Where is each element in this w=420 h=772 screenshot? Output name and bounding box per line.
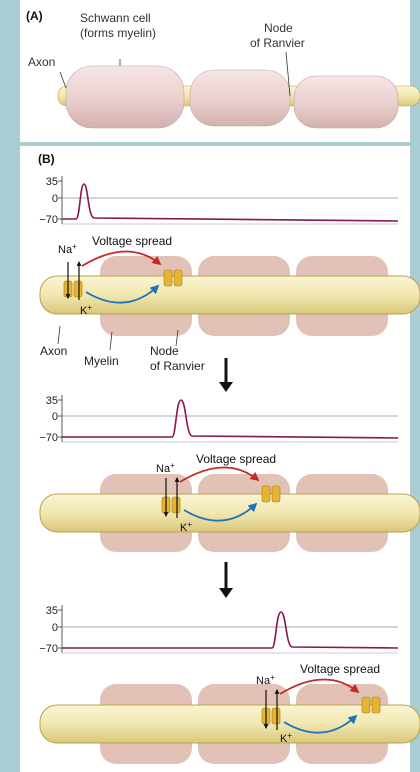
- ion-channel-icon: [371, 696, 381, 714]
- y-tick-minus-70: −70: [39, 432, 58, 444]
- schwann-cell-label: Schwann cell: [80, 11, 151, 25]
- voltage-spread-arrow: [81, 250, 162, 267]
- ion-channel-icon: [73, 280, 83, 298]
- leader-line-axon-b: [57, 325, 61, 345]
- potassium-label: K+: [280, 731, 292, 745]
- y-tick-35: 35: [46, 176, 58, 188]
- down-arrow-icon: [219, 588, 233, 598]
- action-potential-trace: [62, 183, 399, 222]
- potential-plot-1: 35 0 −70: [39, 176, 399, 226]
- schwann-cell-3: [293, 75, 399, 129]
- myelin-label: Myelin: [84, 354, 119, 368]
- axon-stage-3: [39, 678, 420, 764]
- axon-label-b: Axon: [40, 344, 67, 358]
- y-tick-minus-70: −70: [39, 643, 58, 655]
- node-of-ranvier-label-a: Node: [264, 21, 293, 35]
- potential-plot-3: 35 0 −70: [39, 605, 399, 655]
- voltage-spread-label: Voltage spread: [196, 452, 276, 466]
- voltage-spread-label: Voltage spread: [92, 234, 172, 248]
- voltage-spread-arrow: [179, 466, 260, 483]
- sodium-label: Na+: [156, 461, 175, 475]
- y-tick-0: 0: [52, 622, 58, 634]
- y-tick-0: 0: [52, 193, 58, 205]
- schwann-cell-sublabel: (forms myelin): [80, 26, 156, 40]
- axon-stage-2: [39, 466, 420, 552]
- panel-b-label: (B): [38, 152, 55, 166]
- axon-core: [39, 493, 420, 533]
- down-arrow-icon: [219, 382, 233, 392]
- axon-label-a: Axon: [28, 55, 55, 69]
- sodium-label: Na+: [58, 242, 77, 256]
- sodium-label: Na+: [256, 673, 275, 687]
- ion-channel-icon: [171, 496, 181, 514]
- potential-plot-2: 35 0 −70: [39, 395, 399, 444]
- leader-line-axon-a: [59, 71, 67, 89]
- leader-line-node-a: [285, 51, 291, 97]
- ion-channel-icon: [163, 269, 173, 287]
- potassium-label: K+: [180, 520, 192, 534]
- current-flow-arrow: [85, 284, 160, 304]
- action-potential-trace: [62, 611, 399, 649]
- node-of-ranvier-sublabel-a: of Ranvier: [250, 36, 305, 50]
- schwann-cell-2: [189, 69, 291, 127]
- action-potential-trace: [62, 399, 399, 439]
- panel-a-label: (A): [26, 9, 43, 23]
- y-tick-minus-70: −70: [39, 214, 58, 226]
- current-flow-arrow: [283, 714, 358, 734]
- current-flow-arrow: [183, 502, 258, 522]
- potassium-label: K+: [80, 303, 92, 317]
- axon-core: [39, 275, 420, 315]
- panel-b-background: [20, 146, 410, 772]
- axon-stage-1: [39, 250, 420, 336]
- voltage-spread-label: Voltage spread: [300, 662, 380, 676]
- schwann-cell-1: [65, 65, 185, 129]
- ion-channel-icon: [261, 485, 271, 503]
- y-tick-35: 35: [46, 395, 58, 407]
- leader-line-myelin: [109, 331, 113, 351]
- y-tick-0: 0: [52, 411, 58, 423]
- leader-line-node-b: [175, 329, 179, 347]
- voltage-spread-arrow: [279, 678, 360, 695]
- ion-channel-icon: [271, 485, 281, 503]
- axon-core: [39, 704, 420, 744]
- node-of-ranvier-label-b: Node: [150, 344, 179, 358]
- node-of-ranvier-sublabel-b: of Ranvier: [150, 359, 205, 373]
- ion-channel-icon: [271, 707, 281, 725]
- ion-channel-icon: [173, 269, 183, 287]
- ion-channel-icon: [361, 696, 371, 714]
- y-tick-35: 35: [46, 605, 58, 617]
